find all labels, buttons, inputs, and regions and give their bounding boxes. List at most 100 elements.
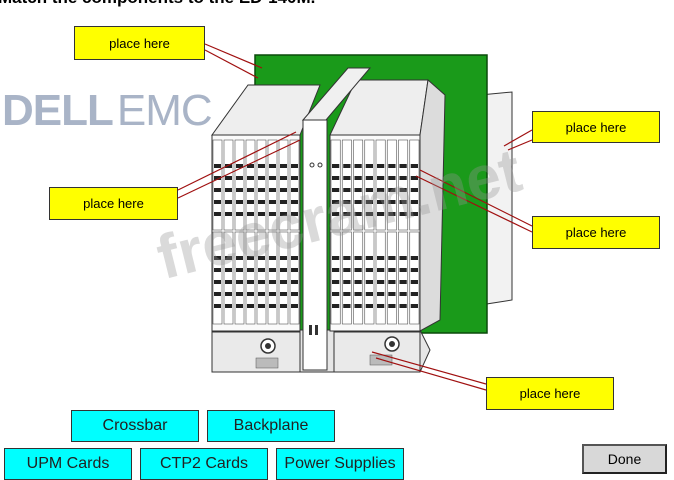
card-led	[236, 176, 243, 180]
card-led	[332, 304, 340, 308]
card-led	[214, 292, 221, 296]
card-led	[214, 176, 221, 180]
card-led	[354, 188, 362, 192]
card-led	[332, 256, 340, 260]
card-led	[354, 200, 362, 204]
card-slot	[234, 231, 245, 325]
card-led	[280, 188, 287, 192]
card-led	[258, 200, 265, 204]
card-led	[377, 292, 385, 296]
card-led	[236, 164, 243, 168]
card-led	[291, 268, 298, 272]
card-led	[236, 256, 243, 260]
card-led	[410, 256, 418, 260]
card-led	[343, 212, 351, 216]
card-slot	[375, 139, 386, 231]
card-led	[343, 292, 351, 296]
component-ctp2-cards[interactable]: CTP2 Cards	[140, 448, 268, 480]
card-led	[269, 188, 276, 192]
power-supply-left	[211, 331, 301, 373]
card-led	[377, 304, 385, 308]
card-led	[388, 268, 396, 272]
card-led	[399, 304, 407, 308]
card-led	[365, 176, 373, 180]
done-button[interactable]: Done	[582, 444, 667, 474]
card-led	[247, 188, 254, 192]
card-led	[291, 212, 298, 216]
card-led	[377, 164, 385, 168]
drop-target-cards[interactable]: place here	[532, 216, 660, 249]
card-led	[332, 200, 340, 204]
card-led	[291, 292, 298, 296]
card-led	[399, 268, 407, 272]
card-slot	[330, 231, 341, 325]
card-led	[332, 268, 340, 272]
card-led	[269, 268, 276, 272]
card-led	[388, 200, 396, 204]
card-led	[365, 256, 373, 260]
card-led	[269, 292, 276, 296]
card-led	[377, 212, 385, 216]
drop-target-crossbar[interactable]: place here	[49, 187, 178, 220]
card-slot	[409, 231, 420, 325]
card-led	[258, 304, 265, 308]
card-led	[258, 188, 265, 192]
card-slot	[364, 139, 375, 231]
card-led	[343, 164, 351, 168]
card-led	[365, 164, 373, 168]
card-led	[236, 200, 243, 204]
card-led	[388, 280, 396, 284]
card-led	[236, 212, 243, 216]
card-slot	[289, 139, 300, 231]
card-led	[377, 280, 385, 284]
card-led	[399, 292, 407, 296]
card-slot	[256, 139, 267, 231]
card-led	[280, 268, 287, 272]
card-slot	[223, 139, 234, 231]
card-led	[410, 188, 418, 192]
card-led	[291, 280, 298, 284]
card-led	[225, 188, 232, 192]
card-led	[399, 200, 407, 204]
card-led	[410, 176, 418, 180]
card-led	[258, 280, 265, 284]
card-led	[365, 292, 373, 296]
card-led	[269, 256, 276, 260]
card-led	[247, 256, 254, 260]
card-led	[225, 268, 232, 272]
card-led	[410, 212, 418, 216]
card-led	[258, 256, 265, 260]
drop-target-backplane[interactable]: place here	[74, 26, 205, 60]
card-led	[399, 188, 407, 192]
card-led	[269, 176, 276, 180]
card-led	[258, 292, 265, 296]
card-led	[236, 280, 243, 284]
card-led	[354, 280, 362, 284]
component-crossbar[interactable]: Crossbar	[71, 410, 199, 442]
card-led	[365, 188, 373, 192]
drop-target-power[interactable]: place here	[486, 377, 614, 410]
card-slot	[245, 231, 256, 325]
card-led	[269, 164, 276, 168]
card-led	[332, 188, 340, 192]
card-led	[280, 200, 287, 204]
card-led	[410, 292, 418, 296]
card-led	[214, 280, 221, 284]
card-led	[236, 188, 243, 192]
card-led	[247, 212, 254, 216]
card-slot	[223, 231, 234, 325]
card-led	[269, 280, 276, 284]
component-upm-cards[interactable]: UPM Cards	[4, 448, 132, 480]
card-led	[354, 164, 362, 168]
card-led	[354, 292, 362, 296]
card-led	[214, 188, 221, 192]
card-slot	[341, 139, 352, 231]
card-led	[343, 176, 351, 180]
card-slot	[353, 231, 364, 325]
component-power-supplies[interactable]: Power Supplies	[276, 448, 404, 480]
card-led	[269, 200, 276, 204]
component-backplane[interactable]: Backplane	[207, 410, 335, 442]
card-led	[388, 212, 396, 216]
card-led	[247, 304, 254, 308]
drop-target-side[interactable]: place here	[532, 111, 660, 143]
